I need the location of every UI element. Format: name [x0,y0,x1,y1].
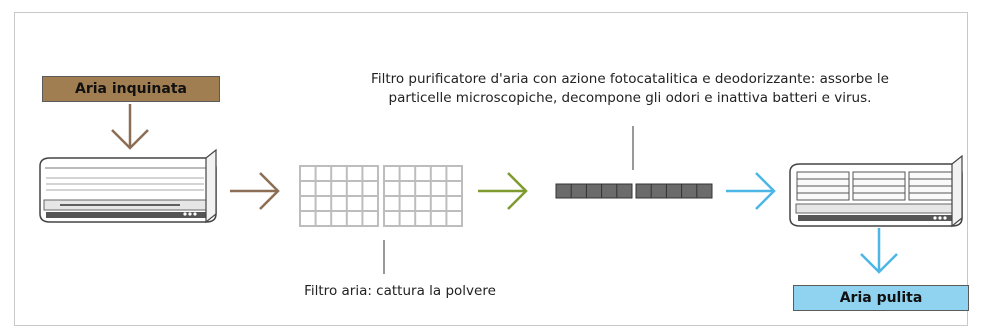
arrow-right-filtered-icon [478,172,528,210]
air-filter-caption: Filtro aria: cattura la polvere [304,283,496,299]
polluted-air-label: Aria inquinata [42,76,220,102]
arrow-down-polluted-icon [111,104,149,150]
arrow-right-clean-icon [726,172,776,210]
photocatalytic-filter-caption: Filtro purificatore d'aria con azione fo… [300,70,960,108]
arrow-right-polluted-icon [230,172,280,210]
clean-air-label: Aria pulita [793,285,969,311]
air-conditioner-left-icon [39,148,217,224]
photocatalytic-filter-icon [555,183,713,199]
photocatalytic-caption-line1: Filtro purificatore d'aria con azione fo… [371,71,889,87]
photocatalytic-caption-line2: particelle microscopiche, decompone gli … [388,90,872,106]
arrow-down-clean-icon [860,228,898,274]
diagram-frame [14,12,968,326]
air-filter-grid-icon [299,165,463,227]
air-conditioner-right-icon [789,154,963,228]
